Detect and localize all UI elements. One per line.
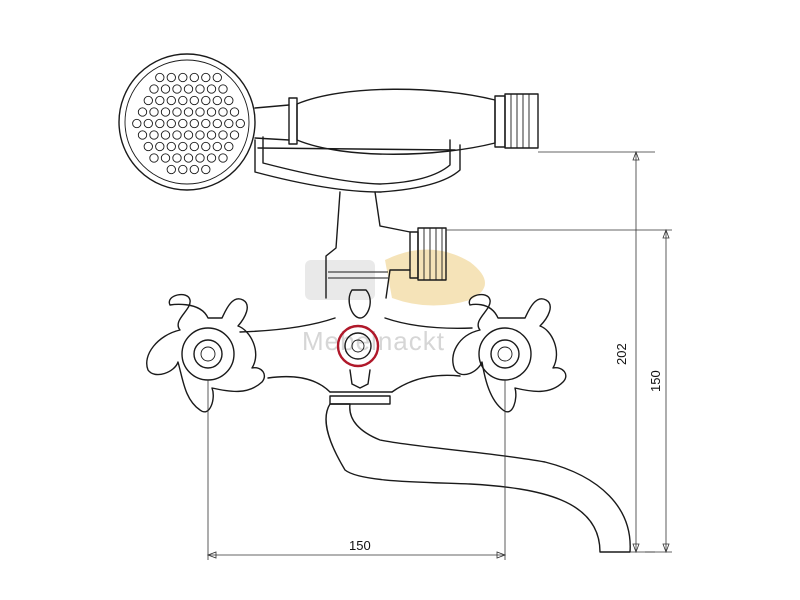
shower-hole <box>178 95 188 106</box>
shower-hole <box>160 153 171 163</box>
shower-hole <box>195 130 205 140</box>
shower-hole <box>132 118 142 129</box>
shower-hole <box>166 72 176 83</box>
shower-hole <box>160 84 171 94</box>
shower-hole <box>166 164 176 175</box>
shower-hole <box>212 95 222 106</box>
shower-hole <box>178 164 188 175</box>
shower-hole <box>143 95 153 106</box>
shower-hole <box>166 141 176 152</box>
shower-handle <box>254 88 539 155</box>
shower-hole <box>201 164 211 175</box>
shower-hole <box>149 130 159 140</box>
shower-hole <box>178 72 188 83</box>
shower-hole <box>183 153 194 163</box>
shower-hole <box>172 84 182 94</box>
shower-hole <box>189 164 199 175</box>
shower-hole <box>143 141 153 152</box>
shower-hole <box>149 107 159 117</box>
shower-hole <box>149 153 159 163</box>
shower-hole <box>212 141 222 152</box>
dimension-height-total-label: 202 <box>614 343 629 365</box>
shower-hole <box>160 107 171 117</box>
dimension-height-total: 202 <box>538 150 655 554</box>
shower-hole <box>172 107 182 117</box>
shower-hole <box>160 130 171 140</box>
shower-hole <box>189 95 199 106</box>
shower-hole <box>206 84 217 94</box>
dimension-height-spout: 150 <box>446 228 672 554</box>
shower-hole <box>189 72 199 83</box>
shower-hole <box>224 141 234 152</box>
shower-hole <box>229 130 240 140</box>
shower-hole <box>235 118 245 129</box>
shower-hole <box>195 107 205 117</box>
shower-hole <box>172 153 182 163</box>
shower-hole <box>212 118 222 129</box>
shower-hole <box>183 107 194 117</box>
shower-hole <box>201 72 211 83</box>
shower-hole <box>189 141 199 152</box>
bath-spout <box>325 403 631 553</box>
shower-hole <box>155 118 165 129</box>
shower-hole <box>212 72 222 83</box>
shower-hole <box>224 95 234 106</box>
shower-hole <box>183 84 194 94</box>
shower-hole <box>178 141 188 152</box>
shower-outlet-connector <box>409 227 447 281</box>
shower-hole <box>195 153 205 163</box>
shower-hole <box>201 118 211 129</box>
shower-hole <box>218 84 228 94</box>
mixer-body <box>239 191 473 405</box>
watermark-logo: Mebelnackt <box>302 249 485 356</box>
shower-hole <box>224 118 234 129</box>
shower-hole <box>206 130 217 140</box>
dimension-height-spout-label: 150 <box>648 370 663 392</box>
shower-holder <box>254 136 461 193</box>
shower-hole <box>155 72 165 83</box>
dimension-width: 150 <box>206 380 507 560</box>
watermark-text: Mebelnackt <box>302 326 445 356</box>
shower-hole <box>218 107 228 117</box>
shower-head-holes <box>132 72 245 175</box>
shower-hole <box>206 107 217 117</box>
diverter-knob <box>336 324 380 368</box>
shower-hole <box>201 95 211 106</box>
shower-hole <box>218 153 228 163</box>
right-cross-handle <box>452 293 567 413</box>
shower-hole <box>137 107 148 117</box>
shower-head <box>118 53 256 191</box>
shower-hole <box>201 141 211 152</box>
shower-hole <box>166 118 176 129</box>
shower-hole <box>178 118 188 129</box>
left-cross-handle <box>146 293 266 413</box>
shower-hole <box>137 130 148 140</box>
shower-hole <box>195 84 205 94</box>
shower-hole <box>149 84 159 94</box>
shower-hole <box>166 95 176 106</box>
shower-hole <box>155 95 165 106</box>
shower-hole <box>172 130 182 140</box>
shower-hole <box>218 130 228 140</box>
dimension-width-label: 150 <box>349 538 371 553</box>
shower-hole <box>155 141 165 152</box>
shower-hole <box>189 118 199 129</box>
shower-hole <box>183 130 194 140</box>
shower-hole <box>229 107 240 117</box>
shower-hole <box>206 153 217 163</box>
shower-hole <box>143 118 153 129</box>
